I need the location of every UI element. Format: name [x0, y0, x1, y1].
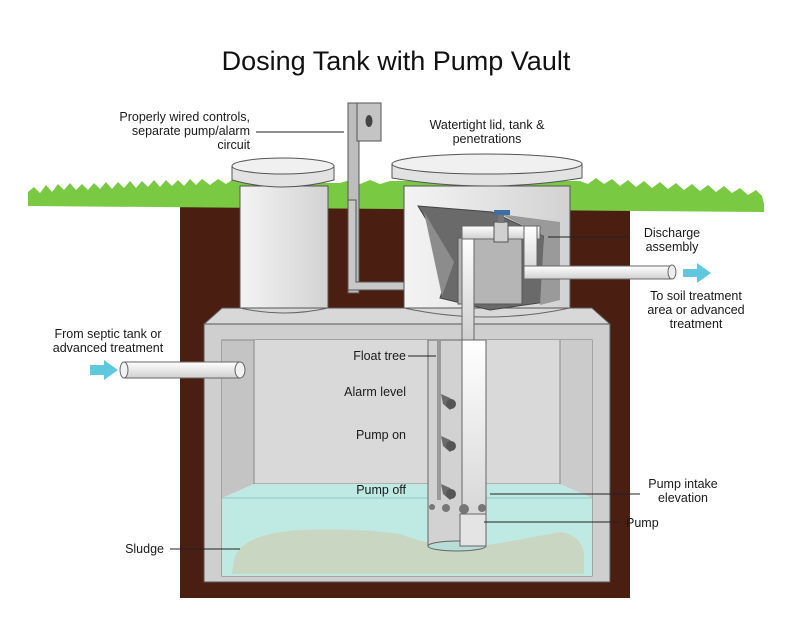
- grass-surface: [28, 178, 764, 212]
- tank-right-inner-wall: [560, 340, 592, 498]
- inlet-pipe: [119, 361, 246, 379]
- label-watertight-lid: Watertight lid, tank & penetrations: [429, 118, 545, 146]
- label-to-soil-treatment: To soil treatment area or advanced treat…: [647, 289, 745, 331]
- tank-back-wall: [254, 340, 560, 484]
- label-pump-intake-elevation: Pump intake elevation: [648, 477, 718, 505]
- label-pump: Pump: [626, 516, 659, 530]
- label-from-septic-tank: From septic tank or advanced treatment: [52, 327, 164, 355]
- discharge-assembly-pipes: [461, 210, 677, 341]
- label-alarm-level: Alarm level: [344, 385, 406, 399]
- tank-left-inner-wall: [222, 340, 254, 498]
- tank-top-rim: [202, 307, 612, 325]
- float-switch-pump-off: [441, 484, 456, 500]
- diagram-title: Dosing Tank with Pump Vault: [221, 46, 571, 76]
- float-tree-stem: [437, 340, 441, 500]
- float-switch-pump-on: [441, 436, 456, 452]
- outflow-arrow: [683, 263, 711, 283]
- inflow-arrow: [90, 360, 118, 380]
- label-sludge: Sludge: [125, 542, 164, 556]
- label-float-tree: Float tree: [353, 349, 406, 363]
- sludge-layer: [232, 529, 585, 574]
- riser-left: [239, 185, 329, 321]
- valve-handle: [494, 210, 510, 215]
- label-pump-off: Pump off: [356, 483, 406, 497]
- lid-right: [391, 153, 583, 187]
- label-discharge-assembly: Discharge assembly: [643, 226, 701, 254]
- gate-valve: [493, 221, 509, 243]
- control-post: [347, 102, 360, 294]
- label-pump-on: Pump on: [355, 428, 406, 442]
- label-controls: Properly wired controls, separate pump/a…: [119, 110, 250, 152]
- lid-left: [231, 157, 335, 188]
- effluent-pump: [459, 513, 487, 547]
- control-box-knob: [365, 115, 373, 127]
- float-switch-alarm: [441, 394, 456, 410]
- leader-lines: [170, 131, 640, 550]
- pump-intake-holes: [429, 504, 486, 514]
